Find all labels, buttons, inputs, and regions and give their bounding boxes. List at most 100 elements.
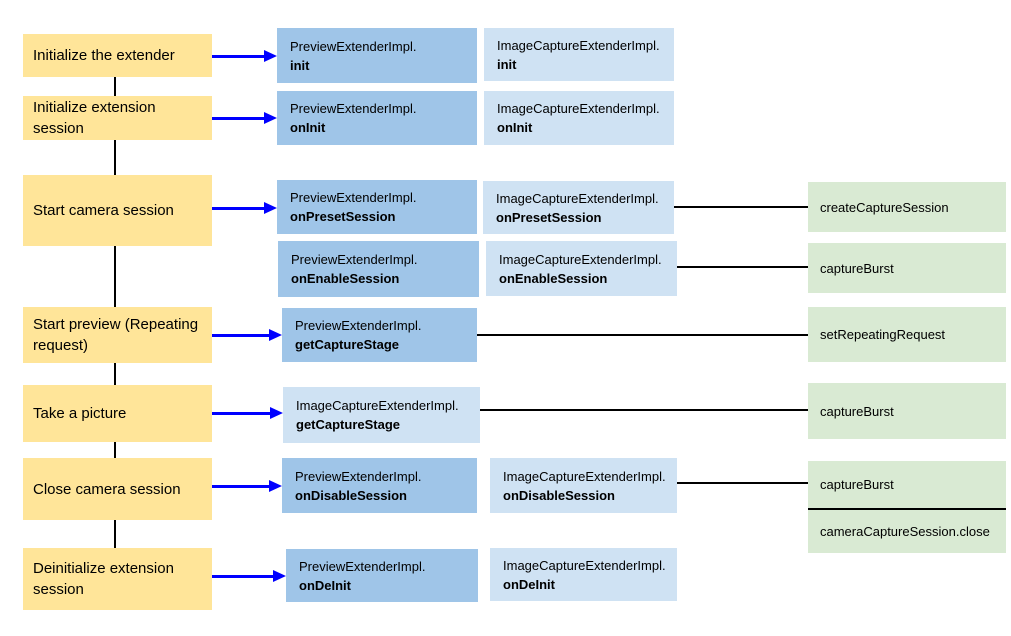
- app-step-initialize-extender: Initialize the extender: [23, 34, 212, 77]
- method-name: onDeInit: [503, 576, 555, 592]
- image-capture-extender-ondisablesession-box: ImageCaptureExtenderImpl. onDisableSessi…: [490, 458, 677, 513]
- arrow-shaft: [212, 206, 266, 210]
- class-name: ImageCaptureExtenderImpl.: [497, 37, 660, 53]
- class-name: ImageCaptureExtenderImpl.: [497, 101, 660, 116]
- method-name: onEnableSession: [291, 271, 400, 286]
- method-name: onPresetSession: [496, 209, 602, 225]
- app-step-label: Take a picture: [33, 405, 127, 422]
- app-step-connector-line: [114, 77, 116, 96]
- arrow-head-icon: [270, 407, 283, 419]
- app-step-label: Initialize the extender: [33, 47, 175, 64]
- class-name: PreviewExtenderImpl.: [295, 318, 422, 333]
- preview-extender-onenablesession-box: PreviewExtenderImpl. onEnableSession: [278, 241, 479, 297]
- arrow-head-icon: [264, 112, 277, 124]
- camera2-createcapturesession-box: createCaptureSession: [808, 182, 1006, 232]
- arrow-close-camera-session: [212, 480, 282, 492]
- method-name: onInit: [497, 120, 533, 135]
- arrow-head-icon: [269, 480, 282, 492]
- camera2-captureburst-box-2: captureBurst: [808, 383, 1006, 439]
- app-step-label: Initialize extension session: [33, 99, 156, 137]
- camera2-box-divider: [808, 508, 1006, 510]
- method-name: onInit: [290, 120, 326, 135]
- arrow-shaft: [212, 484, 271, 488]
- app-step-connector-line: [114, 363, 116, 385]
- method-name: onEnableSession: [499, 270, 608, 286]
- method-name: onDeInit: [299, 577, 351, 593]
- class-name: PreviewExtenderImpl.: [290, 101, 417, 116]
- arrow-initialize-extension-session: [212, 112, 277, 124]
- camera2-call-label: createCaptureSession: [820, 199, 949, 215]
- camera2-call-label: setRepeatingRequest: [820, 327, 946, 342]
- camera2-captureburst-box-3: captureBurst: [808, 461, 1006, 508]
- camera2-cameracapturesession-close-box: cameraCaptureSession.close: [808, 510, 1006, 553]
- arrow-head-icon: [269, 329, 282, 341]
- method-name: init: [290, 57, 310, 73]
- method-name: getCaptureStage: [295, 337, 400, 352]
- app-step-start-camera-session: Start camera session: [23, 175, 212, 246]
- arrow-head-icon: [273, 570, 286, 582]
- app-step-initialize-extension-session: Initialize extension session: [23, 96, 212, 140]
- connector-to-captureburst-2: [480, 409, 808, 411]
- connector-to-createcapturesession: [674, 206, 808, 208]
- app-step-connector-line: [114, 140, 116, 175]
- camera2-captureburst-box-1: captureBurst: [808, 243, 1006, 293]
- camera2-call-label: cameraCaptureSession.close: [820, 524, 990, 539]
- method-name: onPresetSession: [290, 209, 396, 224]
- app-step-start-preview: Start preview (Repeating request): [23, 307, 212, 363]
- arrow-shaft: [212, 574, 275, 578]
- class-name: PreviewExtenderImpl.: [295, 468, 422, 484]
- preview-extender-onpresetsession-box: PreviewExtenderImpl. onPresetSession: [277, 180, 477, 234]
- arrow-deinitialize-extension-session: [212, 570, 286, 582]
- class-name: PreviewExtenderImpl.: [290, 38, 417, 54]
- arrow-shaft: [212, 54, 266, 58]
- arrow-head-icon: [264, 202, 277, 214]
- camera2-call-label: captureBurst: [820, 477, 894, 492]
- preview-extender-ondeinit-box: PreviewExtenderImpl. onDeInit: [286, 549, 478, 602]
- arrow-start-camera-session: [212, 202, 277, 214]
- app-step-take-a-picture: Take a picture: [23, 385, 212, 442]
- app-step-close-camera-session: Close camera session: [23, 458, 212, 520]
- image-capture-extender-init-box: ImageCaptureExtenderImpl. init: [484, 28, 674, 81]
- class-name: PreviewExtenderImpl.: [299, 558, 426, 574]
- connector-to-setrepeatingrequest: [477, 334, 808, 336]
- class-name: ImageCaptureExtenderImpl.: [296, 398, 459, 413]
- arrow-take-a-picture: [212, 407, 283, 419]
- camera2-call-label: captureBurst: [820, 403, 894, 419]
- arrow-shaft: [212, 411, 272, 415]
- preview-extender-ondisablesession-box: PreviewExtenderImpl. onDisableSession: [282, 458, 477, 513]
- class-name: ImageCaptureExtenderImpl.: [499, 251, 662, 267]
- arrow-start-preview: [212, 329, 282, 341]
- app-step-label: Deinitialize extension session: [33, 560, 174, 598]
- image-capture-extender-onenablesession-box: ImageCaptureExtenderImpl. onEnableSessio…: [486, 241, 677, 296]
- method-name: onDisableSession: [503, 487, 615, 503]
- method-name: getCaptureStage: [296, 417, 401, 432]
- preview-extender-getcapturestage-box: PreviewExtenderImpl. getCaptureStage: [282, 308, 477, 362]
- app-step-label: Close camera session: [33, 480, 181, 498]
- preview-extender-init-box: PreviewExtenderImpl. init: [277, 28, 477, 83]
- camera2-call-label: captureBurst: [820, 260, 894, 276]
- app-step-connector-line: [114, 442, 116, 458]
- arrow-initialize-extender: [212, 50, 277, 62]
- arrow-shaft: [212, 333, 271, 337]
- class-name: ImageCaptureExtenderImpl.: [496, 190, 659, 206]
- app-step-label: Start preview (Repeating request): [33, 316, 199, 354]
- camera2-setrepeatingrequest-box: setRepeatingRequest: [808, 307, 1006, 362]
- class-name: PreviewExtenderImpl.: [291, 252, 418, 267]
- method-name: onDisableSession: [295, 487, 407, 503]
- arrow-head-icon: [264, 50, 277, 62]
- method-name: init: [497, 56, 517, 72]
- class-name: PreviewExtenderImpl.: [290, 190, 417, 205]
- connector-to-captureburst-1: [677, 266, 808, 268]
- class-name: ImageCaptureExtenderImpl.: [503, 468, 666, 484]
- image-capture-extender-ondeinit-box: ImageCaptureExtenderImpl. onDeInit: [490, 548, 677, 601]
- app-step-deinitialize-extension-session: Deinitialize extension session: [23, 548, 212, 610]
- app-step-connector-line: [114, 246, 116, 307]
- connector-to-captureburst-3: [677, 482, 808, 484]
- preview-extender-oninit-box: PreviewExtenderImpl. onInit: [277, 91, 477, 145]
- image-capture-extender-getcapturestage-box: ImageCaptureExtenderImpl. getCaptureStag…: [283, 387, 480, 443]
- app-step-connector-line: [114, 520, 116, 548]
- class-name: ImageCaptureExtenderImpl.: [503, 557, 666, 573]
- image-capture-extender-onpresetsession-box: ImageCaptureExtenderImpl. onPresetSessio…: [483, 181, 674, 234]
- arrow-shaft: [212, 116, 266, 120]
